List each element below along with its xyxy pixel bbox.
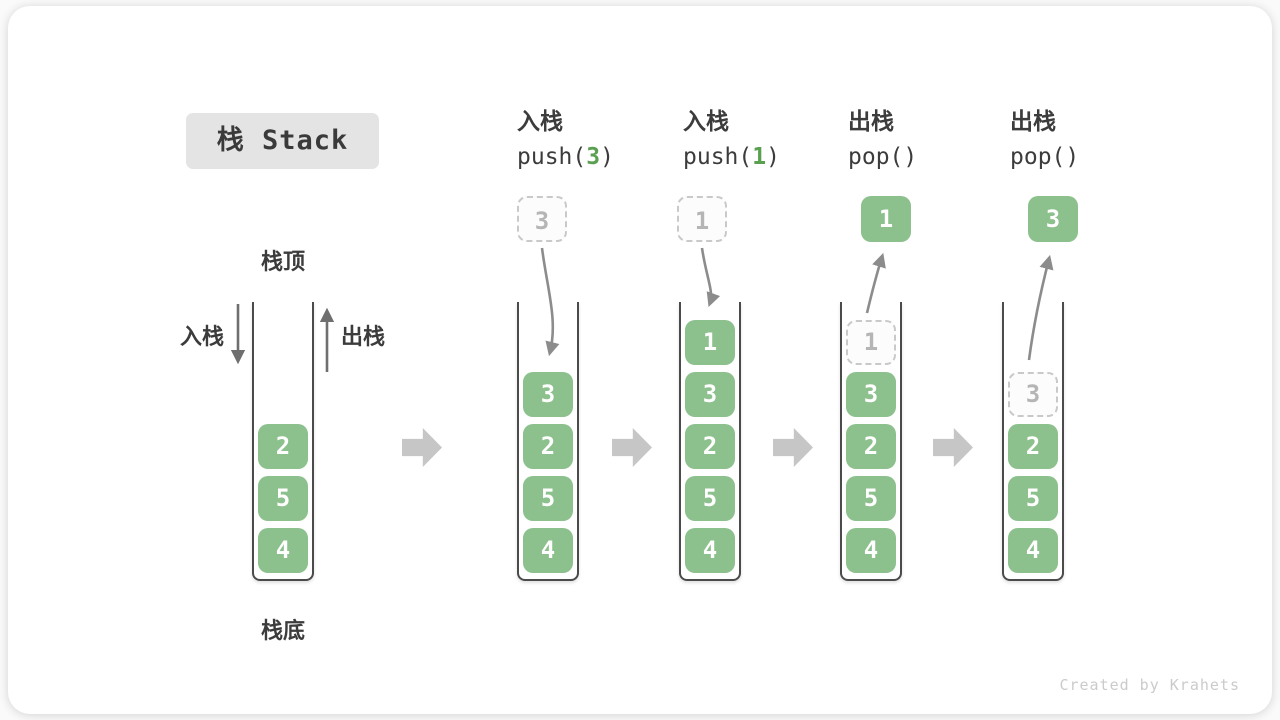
code-pre: push( <box>517 144 587 170</box>
stack-top-label: 栈顶 <box>260 249 305 274</box>
stack-item: 4 <box>846 528 896 573</box>
stack-item: 2 <box>685 424 735 469</box>
code-pre: push( <box>683 144 753 170</box>
stack-item: 2 <box>523 424 573 469</box>
stack-item-ghost: 1 <box>846 320 896 365</box>
stack-state-after-pop1: 1 3 2 5 4 <box>840 302 902 581</box>
op-code: pop() <box>848 142 1018 172</box>
code-pre: pop( <box>848 144 904 170</box>
code-post: ) <box>766 144 780 170</box>
stack-item-ghost: 3 <box>1008 372 1058 417</box>
stack-item: 5 <box>258 476 308 521</box>
floating-value-popped: 3 <box>1028 196 1078 242</box>
stack-item: 4 <box>523 528 573 573</box>
op-label: 出栈 <box>848 108 894 134</box>
diagram-title: 栈 Stack <box>186 113 379 169</box>
stack-item: 1 <box>685 320 735 365</box>
stack-item: 3 <box>685 372 735 417</box>
code-arg: 3 <box>586 144 601 170</box>
stack-item: 5 <box>846 476 896 521</box>
op-header-pop-1: 出栈 pop() <box>848 106 1018 172</box>
op-header-push1: 入栈 push(1) <box>683 106 853 172</box>
code-arg: 1 <box>752 144 767 170</box>
op-code: push(3) <box>517 142 687 172</box>
stack-state-after-push1: 1 3 2 5 4 <box>679 302 741 581</box>
stack-item: 2 <box>846 424 896 469</box>
code-post: ) <box>600 144 614 170</box>
op-label: 入栈 <box>517 108 563 134</box>
floating-value-dashed: 3 <box>517 196 567 242</box>
stack-state-initial: 2 5 4 <box>252 302 314 581</box>
op-label: 入栈 <box>683 108 729 134</box>
floating-value-dashed: 1 <box>677 196 727 242</box>
op-code: push(1) <box>683 142 853 172</box>
code-post: ) <box>1065 144 1080 170</box>
op-header-pop-2: 出栈 pop() <box>1010 106 1180 172</box>
floating-value-popped: 1 <box>861 196 911 242</box>
stack-bottom-label: 栈底 <box>260 618 305 643</box>
stack-item: 4 <box>685 528 735 573</box>
code-post: ) <box>903 144 918 170</box>
op-code: pop() <box>1010 142 1180 172</box>
stack-item: 5 <box>685 476 735 521</box>
stack-item: 5 <box>523 476 573 521</box>
op-header-push3: 入栈 push(3) <box>517 106 687 172</box>
stack-item: 5 <box>1008 476 1058 521</box>
stack-item: 4 <box>258 528 308 573</box>
stack-item: 2 <box>1008 424 1058 469</box>
stack-state-after-pop3: 3 2 5 4 <box>1002 302 1064 581</box>
op-label: 出栈 <box>1010 108 1056 134</box>
stack-item: 3 <box>846 372 896 417</box>
push-direction-label: 入栈 <box>179 324 224 349</box>
code-pre: pop( <box>1010 144 1066 170</box>
pop-direction-label: 出栈 <box>341 324 386 349</box>
stack-item: 2 <box>258 424 308 469</box>
stack-state-after-push3: 3 2 5 4 <box>517 302 579 581</box>
watermark: Created by Krahets <box>1059 676 1240 694</box>
stack-item: 4 <box>1008 528 1058 573</box>
stack-item: 3 <box>523 372 573 417</box>
